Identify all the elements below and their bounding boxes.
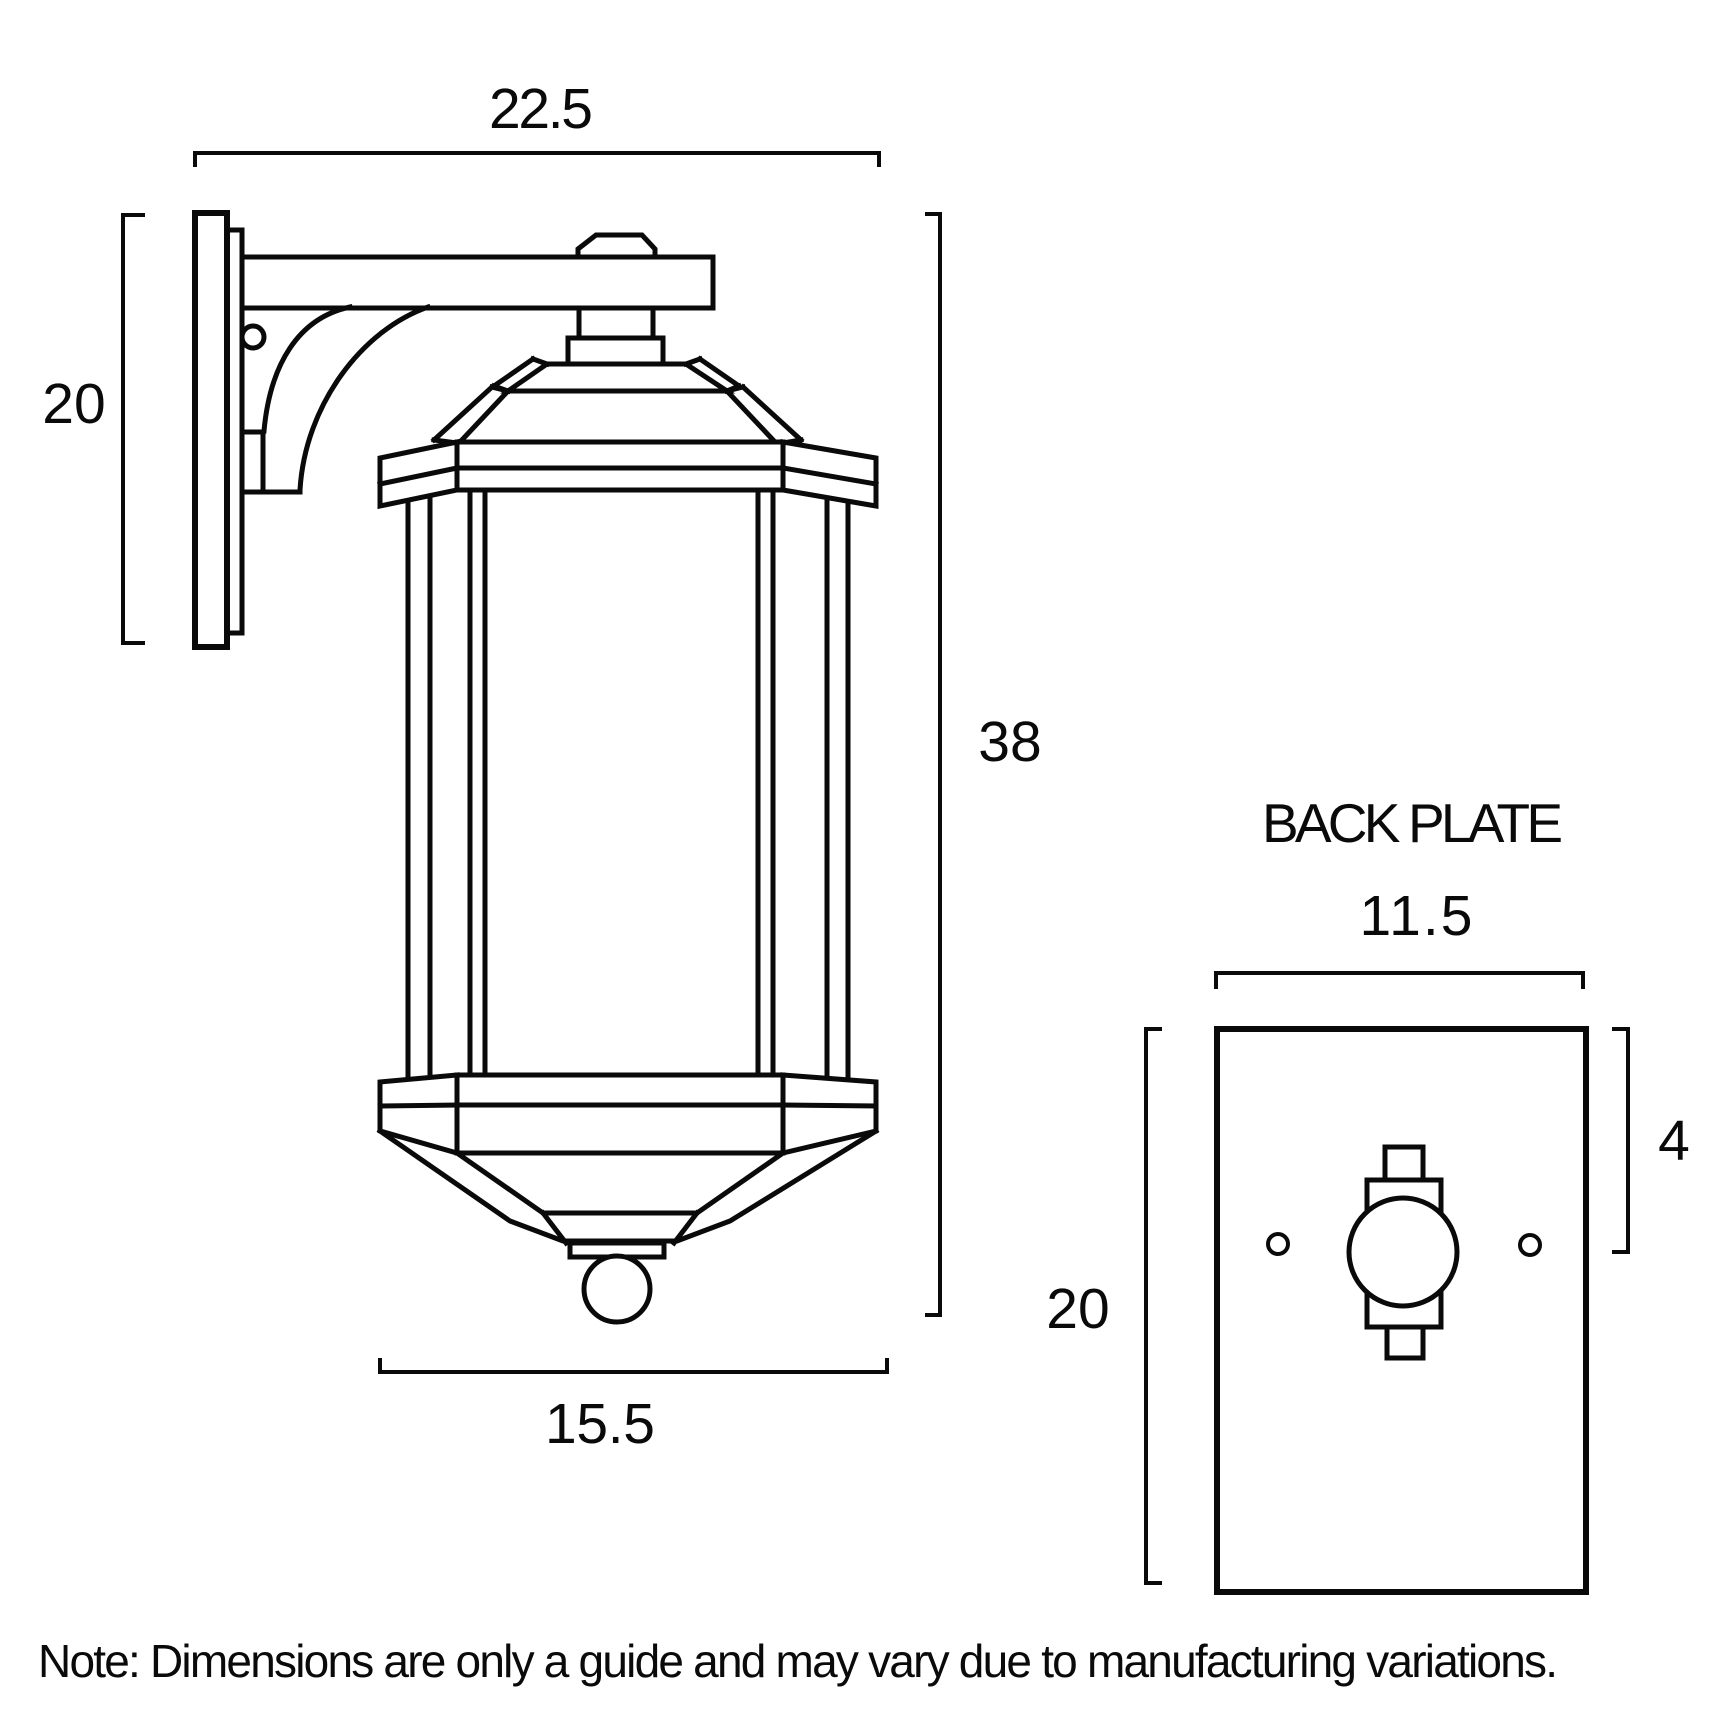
mounting-bracket-arm bbox=[239, 254, 716, 311]
dim-total-height: 38 bbox=[925, 212, 1042, 1317]
lantern-bottom-band bbox=[377, 1072, 879, 1157]
bottom-finial-ball bbox=[581, 1253, 653, 1325]
lantern-top-band bbox=[377, 438, 879, 510]
arm-finial bbox=[575, 232, 658, 260]
label-plate-height: 20 bbox=[42, 372, 105, 436]
lantern-body-posts bbox=[405, 485, 851, 1083]
lantern-stem bbox=[576, 305, 656, 342]
label-width-top: 22.5 bbox=[489, 77, 593, 141]
support-brace bbox=[239, 303, 432, 495]
label-backplate-height: 20 bbox=[1046, 1277, 1109, 1341]
dim-backplate-height: 20 bbox=[1046, 1027, 1162, 1585]
lantern-roof bbox=[430, 355, 805, 446]
side-view: 22.5 20 38 15.5 bbox=[42, 77, 1041, 1456]
screw-hole bbox=[239, 323, 267, 351]
dim-backplate-width: 11.5 bbox=[1214, 884, 1585, 989]
back-plate-view: BACK PLATE 11.5 20 4 bbox=[1046, 792, 1690, 1595]
label-backplate-width: 11.5 bbox=[1360, 884, 1473, 948]
mounting-boss bbox=[1346, 1144, 1460, 1361]
label-boss-offset: 4 bbox=[1658, 1109, 1690, 1173]
lantern-collar bbox=[565, 335, 666, 367]
label-body-width: 15.5 bbox=[545, 1392, 655, 1456]
dim-boss-offset: 4 bbox=[1612, 1027, 1690, 1254]
screw-holes bbox=[1266, 1232, 1542, 1257]
dim-body-width: 15.5 bbox=[378, 1358, 889, 1456]
label-total-height: 38 bbox=[978, 710, 1041, 774]
back-plate-title: BACK PLATE bbox=[1262, 792, 1562, 854]
dim-plate-height: 20 bbox=[42, 213, 145, 645]
wall-plate-outer bbox=[192, 210, 230, 650]
dim-width-top: 22.5 bbox=[193, 77, 881, 167]
note-text: Note: Dimensions are only a guide and ma… bbox=[38, 1635, 1558, 1687]
wall-plate bbox=[192, 210, 245, 650]
